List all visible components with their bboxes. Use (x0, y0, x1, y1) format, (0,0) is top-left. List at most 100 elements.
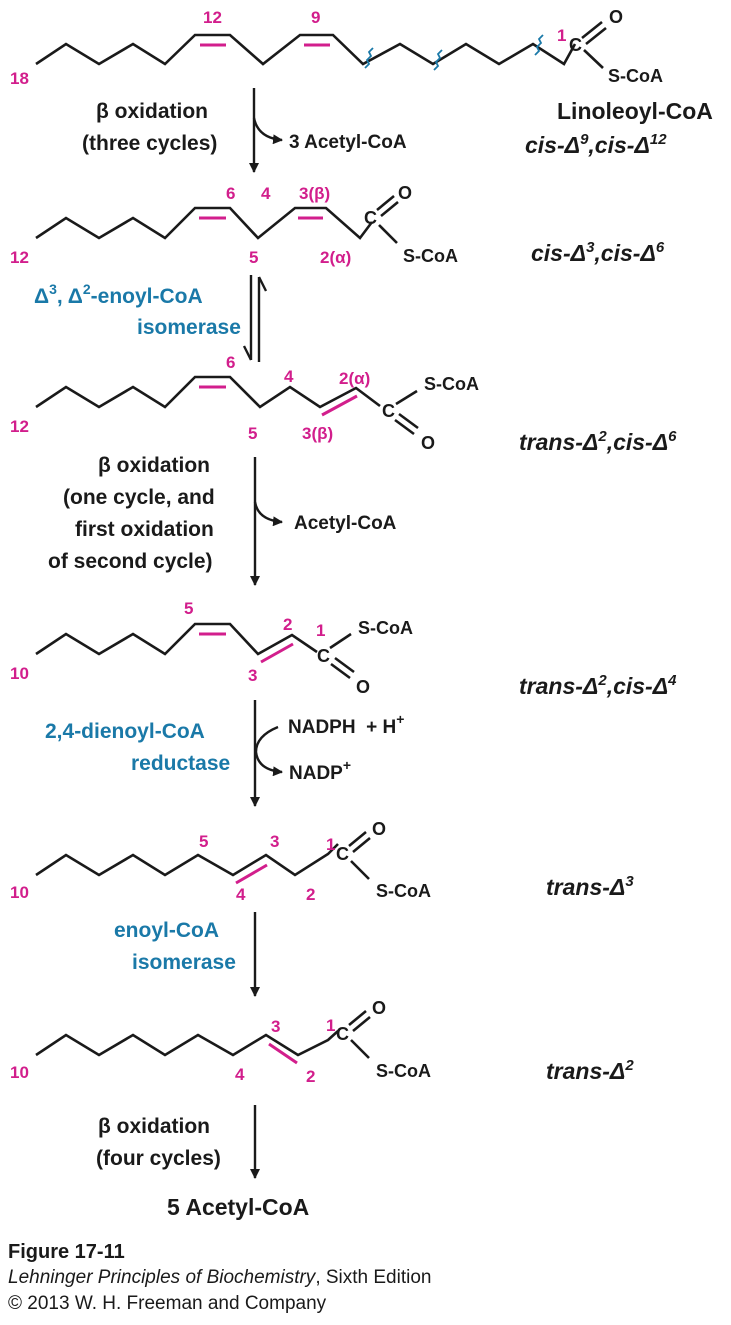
step-label: β oxidation (98, 1115, 210, 1138)
carbon-number: 2 (283, 615, 292, 634)
carbonyl-carbon: C (569, 35, 582, 55)
oxygen-atom: O (372, 998, 386, 1018)
enzyme-label: reductase (131, 752, 230, 775)
step-reductase: 2,4-dienoyl-CoA reductase NADPH + H+ NAD… (45, 700, 404, 807)
book-credit: Lehninger Principles of Biochemistry, Si… (8, 1265, 708, 1291)
carbon-number: 1 (316, 621, 325, 640)
carbon-number: 4 (235, 1065, 245, 1084)
carbon-chain (35, 206, 374, 240)
carbonyl-bond (394, 418, 415, 436)
side-arrow (253, 501, 283, 527)
carbon-number: 10 (10, 664, 29, 683)
carbonyl-bond (398, 412, 419, 430)
carbon-number: 1 (326, 835, 335, 854)
carbon-number: 2 (306, 885, 315, 904)
carbonyl-bond (585, 26, 607, 46)
reverse-arrow-head (257, 276, 268, 292)
coa-group: S-CoA (424, 374, 479, 394)
coa-group: S-CoA (376, 1061, 431, 1081)
carbon-number: 3 (248, 666, 257, 685)
carbon-number: 1 (326, 1016, 335, 1035)
molecule-trans2-cis6: C O S-CoA 12 6 4 2(α) 5 3(β) trans-Δ2,ci… (10, 353, 677, 455)
carbonyl-bond (376, 194, 395, 212)
carbon-number: 1 (557, 26, 566, 45)
carbonyl-carbon: C (364, 208, 377, 228)
carbon-number: 2(α) (339, 369, 370, 388)
carbon-chain (35, 375, 381, 409)
thioester-bond (350, 860, 370, 880)
carbon-number: 10 (10, 883, 29, 902)
oxygen-atom: O (398, 183, 412, 203)
oxygen-atom: O (421, 433, 435, 453)
forward-arrow-head (242, 345, 253, 361)
copyright: © 2013 W. H. Freeman and Company (8, 1293, 327, 1314)
edition: , Sixth Edition (315, 1267, 432, 1288)
double-bond-3 (235, 863, 268, 885)
coa-group: S-CoA (358, 618, 413, 638)
double-bond-2 (260, 642, 294, 664)
oxygen-atom: O (609, 7, 623, 27)
step-label: β oxidation (96, 100, 208, 123)
carbon-number: 5 (184, 599, 193, 618)
carbon-number: 3(β) (299, 184, 330, 203)
cleavage-mark (364, 47, 374, 69)
carbon-number: 12 (10, 417, 29, 436)
cofactor-arrow (254, 725, 283, 777)
thioester-bond (329, 632, 352, 650)
oxygen-atom: O (372, 819, 386, 839)
carbon-number: 4 (284, 367, 294, 386)
carbon-number: 5 (248, 424, 257, 443)
molecule-linoleoyl-coa: C O S-CoA 18 12 9 1 Linoleoyl-CoA cis-Δ9… (10, 7, 713, 158)
carbon-number: 9 (311, 8, 320, 27)
carbon-number: 6 (226, 353, 235, 372)
carbon-number: 3 (271, 1017, 280, 1036)
carbon-chain (35, 33, 577, 66)
carbon-number: 12 (10, 248, 29, 267)
figure-number: Figure 17-11 (8, 1241, 125, 1263)
carbon-number: 6 (226, 184, 235, 203)
carbonyl-bond (581, 20, 603, 40)
coa-group: S-CoA (376, 881, 431, 901)
side-product: 3 Acetyl-CoA (289, 132, 407, 153)
step-label: (three cycles) (82, 132, 217, 155)
double-bond-2 (321, 394, 358, 417)
carbon-number: 2(α) (320, 248, 351, 267)
carbon-number: 5 (199, 832, 208, 851)
carbon-number: 10 (10, 1063, 29, 1082)
step-beta-oxidation-3: β oxidation (four cycles) (96, 1105, 260, 1179)
step-beta-oxidation-2: β oxidation (one cycle, and first oxidat… (48, 454, 397, 586)
designation: cis-Δ3,cis-Δ6 (531, 239, 665, 266)
coa-group: S-CoA (403, 246, 458, 266)
step-label: (four cycles) (96, 1147, 221, 1170)
carbonyl-carbon: C (336, 1024, 349, 1044)
enzyme-label: enoyl-CoA (114, 919, 219, 942)
step-isomerase-1: Δ3, Δ2-enoyl-CoA isomerase (34, 275, 268, 362)
carbonyl-bond (348, 1009, 367, 1027)
figure-caption: Figure 17-11 Lehninger Principles of Bio… (8, 1239, 708, 1317)
step-label: first oxidation (75, 518, 214, 541)
side-arrow (252, 117, 283, 145)
step-label: of second cycle) (48, 550, 213, 573)
cofactor-input: NADPH + H+ (288, 711, 404, 738)
final-product: 5 Acetyl-CoA (167, 1194, 309, 1220)
thioester-bond (395, 389, 418, 406)
carbonyl-carbon: C (317, 646, 330, 666)
molecule-name: Linoleoyl-CoA (557, 98, 713, 124)
carbon-number: 4 (261, 184, 271, 203)
carbon-number: 4 (236, 885, 246, 904)
enzyme-label: 2,4-dienoyl-CoA (45, 720, 205, 743)
enzyme-label: Δ3, Δ2-enoyl-CoA (34, 281, 203, 308)
designation: trans-Δ2 (546, 1057, 634, 1084)
molecule-trans2-cis4: C O S-CoA 10 5 2 1 3 trans-Δ2,cis-Δ4 (10, 599, 677, 699)
thioester-bond (350, 1039, 370, 1059)
carbonyl-bond (330, 662, 351, 680)
thioester-bond (378, 224, 398, 244)
carbonyl-carbon: C (382, 401, 395, 421)
carbonyl-bond (348, 830, 367, 848)
double-bond-2 (268, 1042, 298, 1065)
carbon-number: 5 (249, 248, 258, 267)
carbon-number: 3(β) (302, 424, 333, 443)
molecule-trans2: C O S-CoA 10 3 1 4 2 trans-Δ2 (10, 998, 634, 1086)
thioester-bond (583, 49, 604, 69)
